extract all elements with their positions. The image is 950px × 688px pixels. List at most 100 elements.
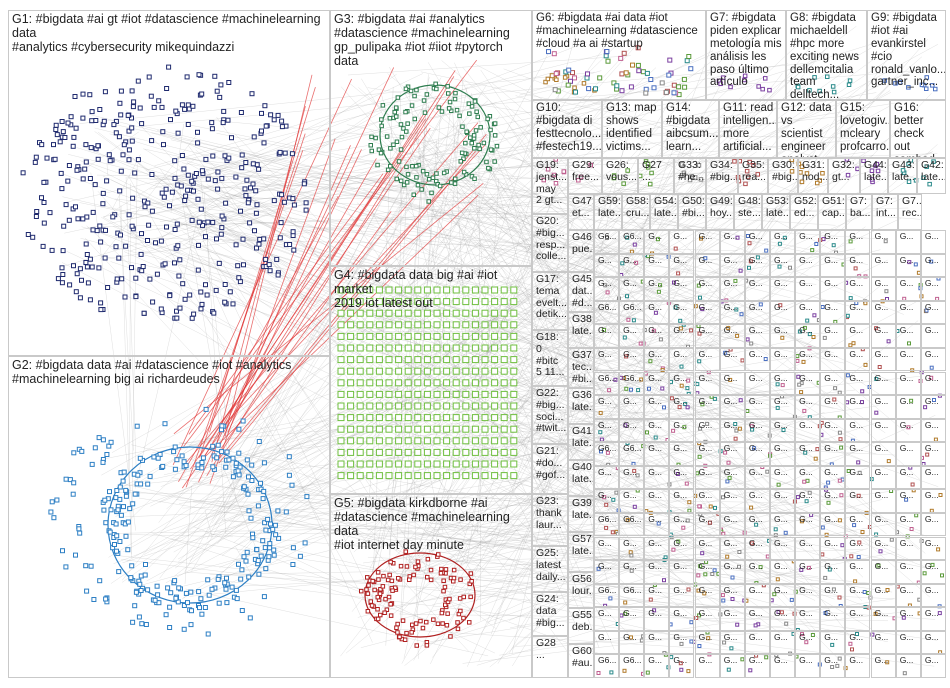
group-panel-small[interactable]: G... bbox=[895, 607, 921, 631]
group-panel-small[interactable]: G... bbox=[694, 324, 720, 348]
group-panel-g48[interactable]: G48: ste... bbox=[734, 194, 762, 230]
group-panel-small[interactable]: G... bbox=[644, 536, 670, 561]
group-panel-g34[interactable]: G34: #big... bbox=[706, 158, 738, 194]
group-panel-small[interactable]: G6... bbox=[619, 583, 645, 608]
group-panel-small[interactable]: G6... bbox=[619, 654, 645, 678]
group-panel-small[interactable]: G... bbox=[895, 324, 921, 348]
group-panel-g7-ba[interactable]: G7: ba... bbox=[846, 194, 872, 230]
group-panel-small[interactable]: G... bbox=[770, 277, 796, 301]
group-panel-small[interactable]: G... bbox=[920, 654, 946, 678]
group-panel-small[interactable]: G... bbox=[870, 418, 896, 443]
group-panel-small[interactable]: G... bbox=[920, 300, 946, 325]
group-panel-g31[interactable]: G31: nod... bbox=[798, 158, 828, 194]
group-panel-small[interactable]: G... bbox=[744, 489, 770, 513]
group-panel-g46[interactable]: G46: pue... bbox=[568, 230, 594, 272]
group-panel-small[interactable]: G... bbox=[870, 230, 896, 254]
group-panel-g38[interactable]: G38: late... bbox=[568, 312, 594, 348]
group-panel-small[interactable]: G... bbox=[820, 654, 846, 678]
group-panel-small[interactable]: G... bbox=[770, 442, 796, 466]
group-panel-small[interactable]: G... bbox=[920, 489, 946, 513]
group-panel-g42[interactable]: G42: late... bbox=[917, 158, 946, 194]
group-panel-small[interactable]: G... bbox=[594, 277, 620, 301]
group-panel-small[interactable]: G... bbox=[820, 230, 846, 254]
group-panel-small[interactable]: G... bbox=[820, 560, 846, 584]
group-panel-small[interactable]: G... bbox=[594, 630, 620, 655]
group-panel-g4[interactable]: G4: #bigdata data big #ai #iot market 20… bbox=[330, 266, 532, 494]
group-panel-g7[interactable]: G7: #bigdata piden explicar metología mi… bbox=[706, 10, 786, 100]
group-panel-g17[interactable]: G17: tema evelt... detik... bbox=[532, 272, 568, 330]
group-panel-small[interactable]: G... bbox=[795, 489, 821, 513]
group-panel-g1[interactable]: G1: #bigdata #ai gt #iot #datascience #m… bbox=[8, 10, 330, 356]
group-panel-small[interactable]: G6... bbox=[619, 442, 645, 466]
group-panel-small[interactable]: G... bbox=[644, 607, 670, 631]
group-panel-small[interactable]: G... bbox=[669, 442, 695, 466]
group-panel-small[interactable]: G... bbox=[719, 465, 745, 490]
group-panel-small[interactable]: G... bbox=[694, 253, 720, 278]
group-panel-g25[interactable]: G25: latest daily... bbox=[532, 546, 568, 592]
group-panel-small[interactable]: G... bbox=[744, 230, 770, 254]
group-panel-small[interactable]: G... bbox=[694, 347, 720, 372]
group-panel-small[interactable]: G... bbox=[669, 418, 695, 443]
group-panel-small[interactable]: G... bbox=[820, 395, 846, 419]
group-panel-small[interactable]: G... bbox=[744, 560, 770, 584]
group-panel-small[interactable]: G... bbox=[619, 347, 645, 372]
group-panel-small[interactable]: G... bbox=[795, 465, 821, 490]
group-panel-small[interactable]: G... bbox=[920, 465, 946, 490]
group-panel-small[interactable]: G... bbox=[820, 536, 846, 561]
group-panel-small[interactable]: G... bbox=[770, 300, 796, 325]
group-panel-small[interactable]: G... bbox=[594, 418, 620, 443]
group-panel-g28[interactable]: G28 ... bbox=[532, 636, 568, 678]
group-panel-g51[interactable]: G51: cap... bbox=[818, 194, 846, 230]
group-panel-small[interactable]: G... bbox=[795, 512, 821, 537]
group-panel-g22[interactable]: G22: #big... soci... #twit... bbox=[532, 386, 568, 444]
group-panel-small[interactable]: G6... bbox=[619, 512, 645, 537]
group-panel-small[interactable]: G... bbox=[795, 324, 821, 348]
group-panel-g39[interactable]: G39: late... bbox=[568, 496, 594, 532]
group-panel-small[interactable]: G... bbox=[920, 607, 946, 631]
group-panel-small[interactable]: G... bbox=[669, 583, 695, 608]
group-panel-g18[interactable]: G18: 0 #bitc 5 11... bbox=[532, 330, 568, 386]
group-panel-small[interactable]: G... bbox=[644, 395, 670, 419]
group-panel-small[interactable]: G... bbox=[820, 489, 846, 513]
group-panel-small[interactable]: G... bbox=[770, 630, 796, 655]
group-panel-small[interactable]: G... bbox=[870, 300, 896, 325]
group-panel-g7-int[interactable]: G7: int... bbox=[872, 194, 898, 230]
group-panel-small[interactable]: G... bbox=[845, 630, 871, 655]
group-panel-g57[interactable]: G57: late... bbox=[568, 532, 594, 572]
group-panel-small[interactable]: G... bbox=[870, 371, 896, 396]
group-panel-small[interactable]: G... bbox=[795, 630, 821, 655]
group-panel-small[interactable]: G... bbox=[820, 324, 846, 348]
group-panel-g36[interactable]: G36: late... bbox=[568, 388, 594, 424]
group-panel-small[interactable]: G... bbox=[845, 230, 871, 254]
group-panel-small[interactable]: G... bbox=[770, 536, 796, 561]
group-panel-small[interactable]: G... bbox=[895, 277, 921, 301]
group-panel-g59[interactable]: G59: late... bbox=[594, 194, 622, 230]
group-panel-g15[interactable]: G15: lovetogiv... mcleary profcarro... bbox=[836, 100, 890, 158]
group-panel-small[interactable]: G... bbox=[870, 489, 896, 513]
group-panel-small[interactable]: G... bbox=[770, 230, 796, 254]
group-panel-small[interactable]: G... bbox=[744, 371, 770, 396]
group-panel-small[interactable]: G... bbox=[719, 277, 745, 301]
group-panel-g56[interactable]: G56: lour... bbox=[568, 572, 594, 608]
group-panel-g60[interactable]: G60: #au... bbox=[568, 644, 594, 678]
group-panel-small[interactable]: G... bbox=[719, 230, 745, 254]
group-panel-small[interactable]: G... bbox=[845, 277, 871, 301]
group-panel-small[interactable]: G... bbox=[719, 607, 745, 631]
group-panel-small[interactable]: G... bbox=[920, 277, 946, 301]
group-panel-g14[interactable]: G14: #bigdata aibcsum... learn... bbox=[662, 100, 719, 158]
group-panel-small[interactable]: G... bbox=[845, 536, 871, 561]
group-panel-small[interactable]: G... bbox=[845, 583, 871, 608]
group-panel-g27[interactable]: G27 ... bbox=[638, 158, 674, 194]
group-panel-small[interactable]: G... bbox=[795, 395, 821, 419]
group-panel-small[interactable]: G... bbox=[795, 230, 821, 254]
group-panel-g33[interactable]: G33: #he... bbox=[674, 158, 706, 194]
group-panel-small[interactable]: G... bbox=[719, 371, 745, 396]
group-panel-small[interactable]: G... bbox=[719, 489, 745, 513]
group-panel-small[interactable]: G... bbox=[694, 371, 720, 396]
group-panel-g37[interactable]: G37: tec... #bi... bbox=[568, 348, 594, 388]
group-panel-small[interactable]: G... bbox=[594, 324, 620, 348]
group-panel-small[interactable]: G... bbox=[619, 560, 645, 584]
group-panel-small[interactable]: G... bbox=[770, 324, 796, 348]
group-panel-small[interactable]: G... bbox=[694, 654, 720, 678]
group-panel-g2[interactable]: G2: #bigdata data #ai #datascience #iot … bbox=[8, 356, 330, 678]
